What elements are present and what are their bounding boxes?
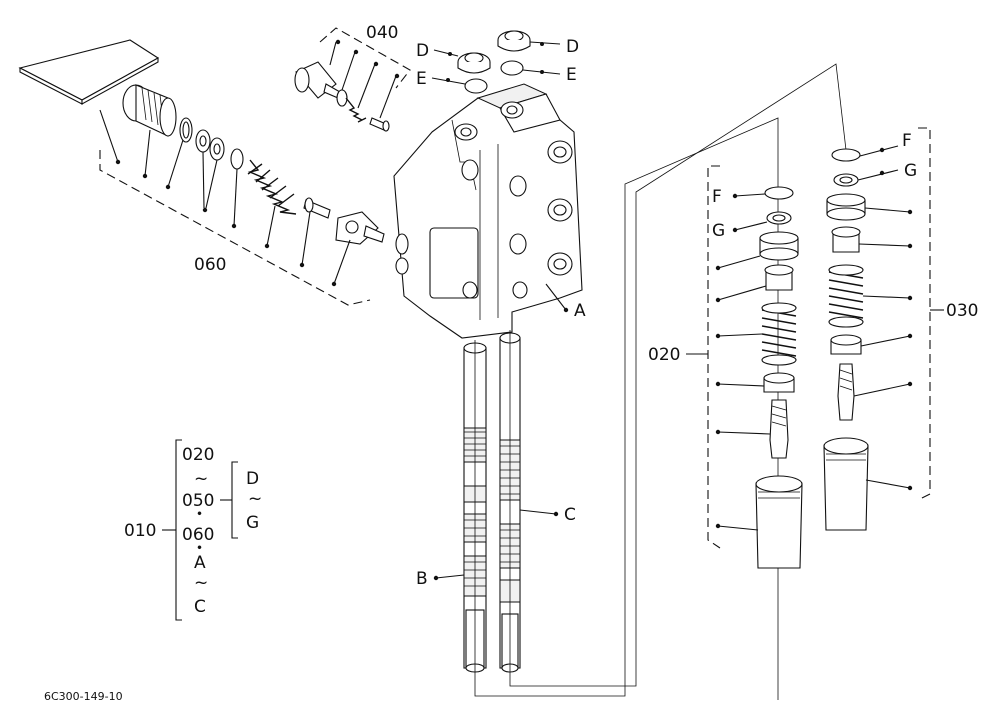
label-c: C	[564, 505, 576, 525]
label-030: 030	[946, 301, 978, 321]
gasket-sheet	[18, 39, 160, 105]
spring-060	[247, 159, 297, 215]
label-a: A	[574, 301, 586, 321]
poppet-060	[303, 197, 331, 219]
seal-d-right	[497, 30, 531, 52]
legend-sub-end: G	[246, 513, 259, 533]
label-d-left: D	[416, 41, 429, 61]
spring-040	[345, 97, 367, 123]
legend-item-060: 060	[182, 525, 214, 545]
label-d-right: D	[566, 37, 579, 57]
frame-030	[917, 127, 931, 501]
drawing-code: 6C300-149-10	[44, 690, 123, 703]
leaders-060	[99, 109, 351, 287]
legend-tilde-3: ~	[248, 489, 262, 509]
plug-040	[294, 61, 341, 99]
leaders-de	[431, 41, 561, 85]
o-ring-e-left	[464, 78, 488, 94]
label-f-020: F	[712, 187, 722, 207]
leader-a	[545, 283, 569, 313]
frame-020	[707, 165, 721, 549]
label-g-020: G	[712, 221, 725, 241]
cartridge-030	[823, 148, 869, 531]
legend-root: 010	[124, 521, 156, 541]
leaders-040	[329, 39, 400, 119]
pin-040	[369, 117, 390, 132]
frame-060	[99, 150, 371, 306]
legend-tilde-1: ~	[194, 469, 208, 489]
label-b: B	[416, 569, 428, 589]
leaders-020	[686, 193, 771, 531]
label-040: 040	[366, 23, 398, 43]
label-g-030: G	[904, 161, 917, 181]
label-060: 060	[194, 255, 226, 275]
legend-sep-1: ・	[191, 505, 208, 525]
legend-block	[162, 439, 238, 621]
legend-sub-start: D	[246, 469, 259, 489]
label-020: 020	[648, 345, 680, 365]
relief-plug	[122, 84, 177, 137]
frame-040	[319, 27, 411, 89]
cartridge-020	[755, 186, 803, 569]
leaders-bc	[433, 509, 559, 581]
legend-sep-2: ・	[191, 539, 208, 559]
o-ring-040	[336, 89, 348, 107]
legend-range-start: 020	[182, 445, 214, 465]
o-ring-e-right	[500, 60, 524, 76]
label-e-left: E	[416, 69, 427, 89]
seat-060	[335, 211, 385, 245]
washers-060	[195, 129, 244, 170]
leaders-030	[853, 145, 944, 491]
legend-item-c: C	[194, 597, 206, 617]
o-ring-060	[179, 117, 193, 143]
label-e-right: E	[566, 65, 577, 85]
seal-d-left	[457, 52, 491, 74]
label-f-030: F	[902, 131, 912, 151]
legend-item-a: A	[194, 553, 206, 573]
legend-tilde-2: ~	[194, 573, 208, 593]
legend-range-end: 050	[182, 491, 214, 511]
valve-body	[393, 83, 583, 339]
